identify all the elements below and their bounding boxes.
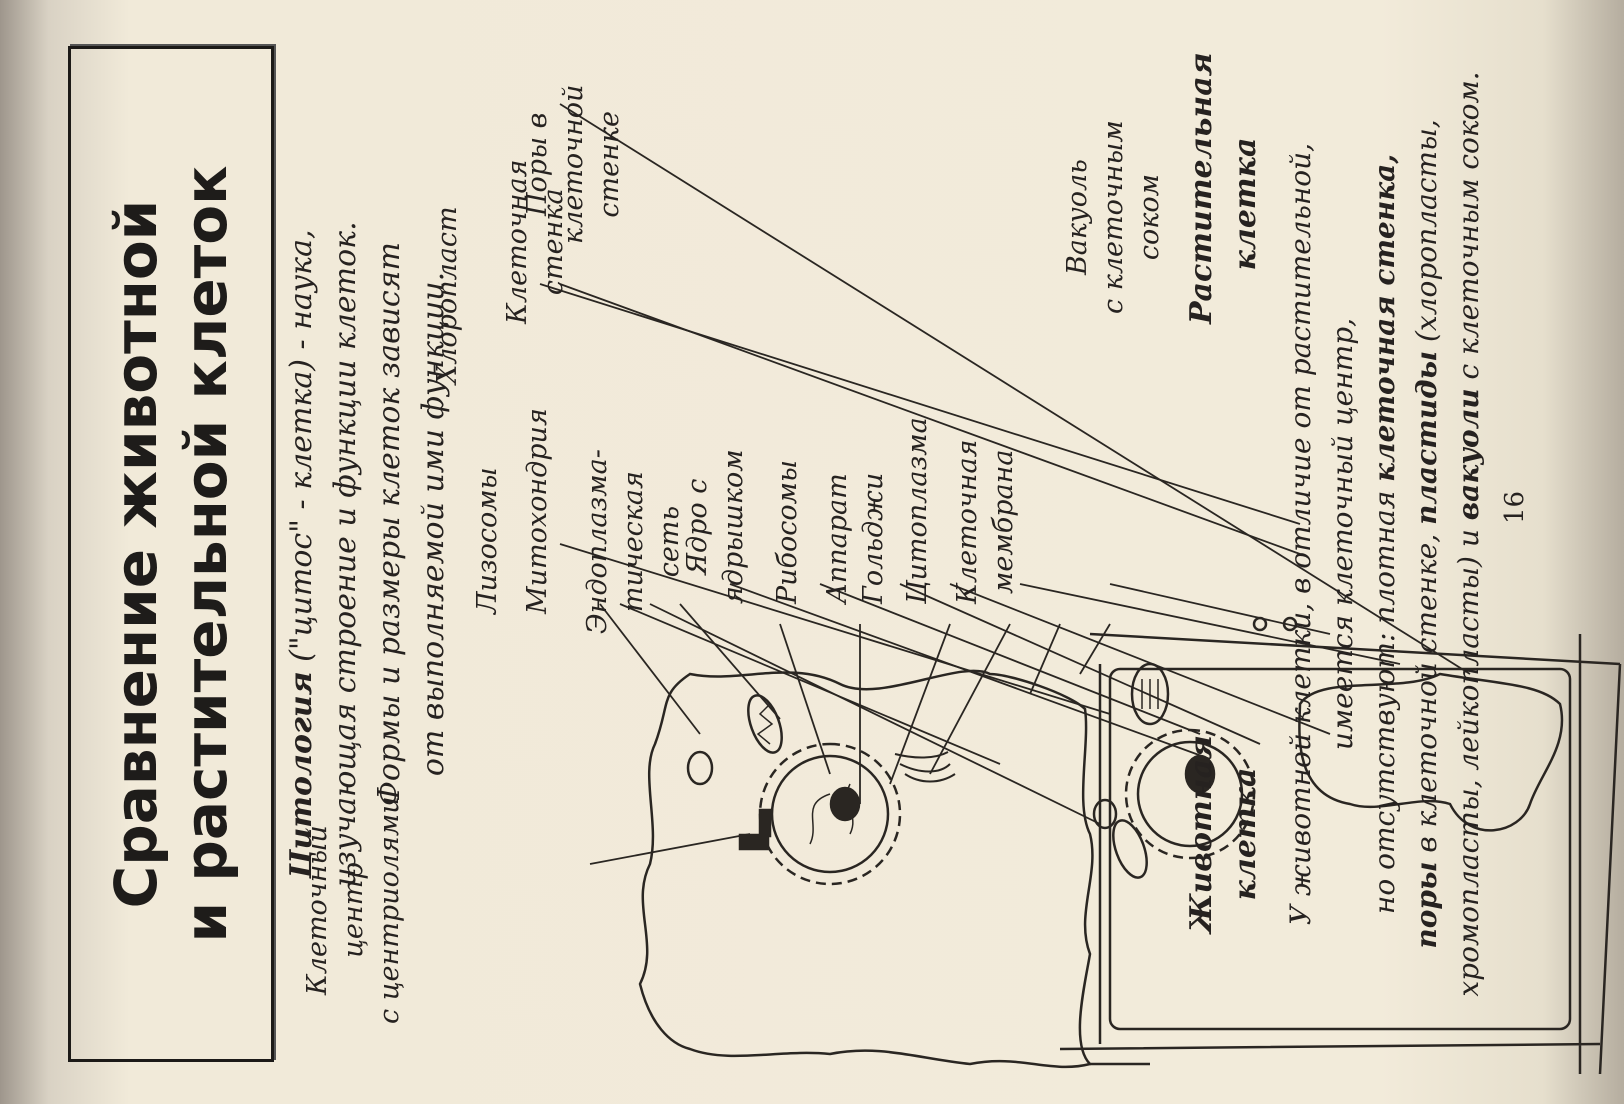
animal-cell-outline: [638, 669, 1094, 1069]
label-er: Эндоплазма- тическая сеть: [582, 449, 685, 634]
animal-nucleolus: [829, 786, 861, 822]
animal-mitochondrion: [747, 694, 783, 754]
centriole-1: [738, 833, 770, 851]
plant-mitochondrion: [1112, 819, 1148, 879]
plant-lysosome: [1092, 798, 1118, 830]
label-cytoplasm: Цитоплазма: [902, 417, 933, 604]
plant-cell-inner: [1108, 667, 1572, 1031]
comparison-line-5: хромопласты, лейкопласты) и вакуоли с кл…: [1452, 71, 1485, 997]
label-membrane: Клеточная мембрана: [952, 439, 1019, 604]
label-pores: Поры в клеточной стенке: [522, 84, 625, 244]
label-mitochondria: Митохондрия: [522, 408, 553, 614]
caption-animal-cell: Животная клетка: [1184, 735, 1263, 933]
label-cell-center: Клеточный центр с центриолями: [302, 796, 405, 1024]
plant-vacuole: [1298, 672, 1564, 832]
plant-nucleus: [1136, 740, 1244, 848]
label-golgi: Аппарат Гольджи: [822, 472, 889, 604]
animal-golgi: [894, 751, 956, 783]
centriole-2: [758, 808, 772, 838]
plant-cell-wall: [1059, 632, 1622, 1075]
label-lysosomes: Лизосомы: [472, 467, 503, 614]
caption-plant-cell: Растительная клетка: [1184, 52, 1263, 324]
comparison-text: У животной клетки, в отличие от растител…: [1280, 4, 1490, 1064]
animal-lysosome: [686, 750, 714, 786]
animal-nucleus: [770, 754, 890, 874]
label-chloroplast: Хлоропласт: [432, 206, 463, 384]
label-ribosomes: Рибосомы: [772, 459, 803, 604]
plant-chloroplast: [1130, 662, 1170, 726]
label-nucleus: Ядро с ядрышком: [682, 449, 749, 604]
comparison-line-3: но отсутствуют: плотная клеточная стенка…: [1368, 153, 1401, 915]
label-vacuole: Вакуоль с клеточным соком: [1062, 120, 1165, 314]
comparison-line-4: поры в клеточной стенке, пластиды (хлоро…: [1410, 119, 1443, 949]
page-number: 16: [1500, 490, 1530, 524]
